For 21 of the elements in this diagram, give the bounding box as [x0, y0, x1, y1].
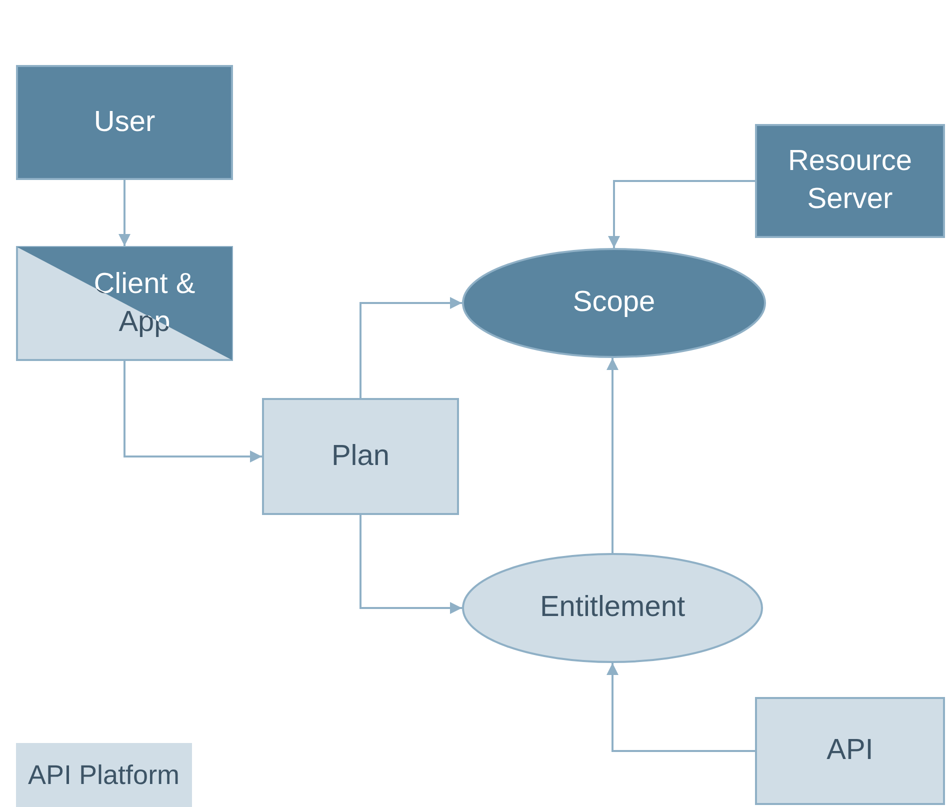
scope-ellipse [462, 248, 766, 358]
node-label: User [92, 104, 156, 140]
server-box [755, 124, 945, 238]
api-box [755, 697, 945, 805]
legend-label: API Platform [28, 760, 180, 790]
arrow [606, 663, 755, 752]
arrow [360, 515, 462, 614]
arrow [608, 180, 755, 248]
arrow [606, 358, 618, 553]
node-label: Plan [330, 438, 391, 474]
actor-box [16, 65, 233, 180]
node-label: Entitlement [538, 590, 686, 626]
arrow [118, 180, 130, 246]
plan-box [262, 398, 459, 515]
client-box [16, 246, 233, 361]
node-label: API [826, 733, 874, 768]
arrow [360, 297, 462, 398]
node-label: Scope [572, 285, 656, 320]
entitlement-ellipse [462, 553, 763, 663]
arrow [124, 361, 262, 462]
node-label: Resource Server [786, 144, 914, 217]
